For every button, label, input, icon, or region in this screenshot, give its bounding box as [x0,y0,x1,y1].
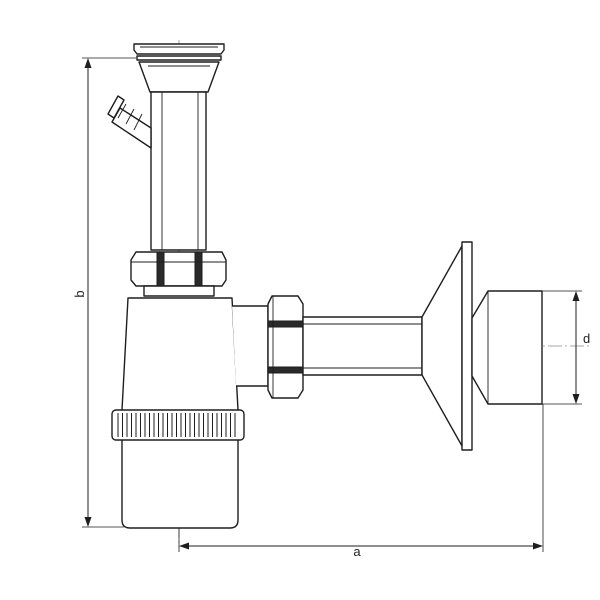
dimension-a: a [178,404,544,559]
wall-rosette [421,241,473,451]
inlet-strainer [133,43,225,93]
dimension-label-b: b [72,290,87,297]
arrow-d-top [572,291,580,301]
dimension-label-a: a [353,544,361,559]
overflow-connector [107,95,152,149]
outlet-pipe [302,316,423,376]
dimension-d: d [542,290,590,405]
dimension-label-d: d [583,331,590,346]
arrow-a-left [179,542,189,550]
arrow-b-bottom [84,517,92,527]
dimension-b: b [72,57,136,528]
knurled-ring [111,409,245,441]
arrow-b-top [84,58,92,68]
arrow-d-bottom [572,394,580,404]
arrow-a-right [533,542,543,550]
upper-union-nut [130,251,227,297]
inlet-pipe [150,91,207,251]
wall-sleeve [471,290,543,405]
side-union-nut [267,295,304,399]
